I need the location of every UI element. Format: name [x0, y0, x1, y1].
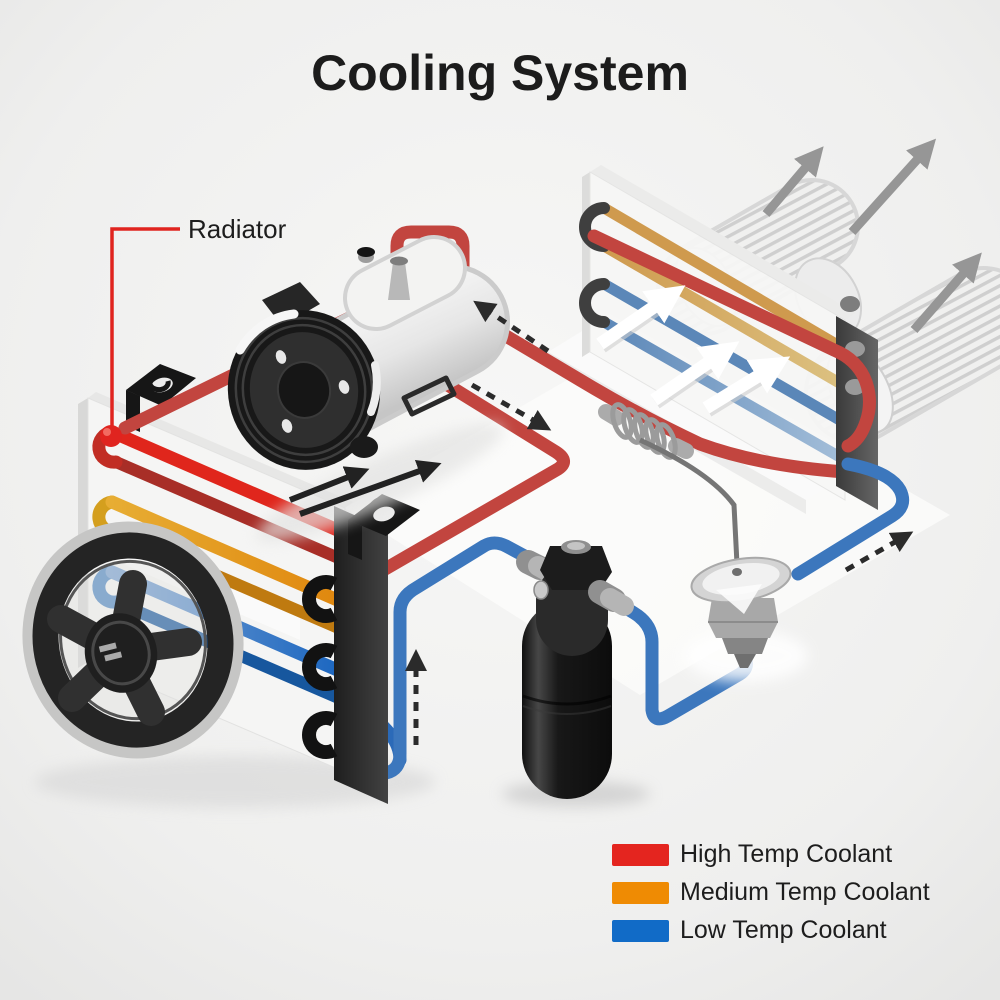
expansion-valve: [684, 556, 808, 682]
evaporator-left-face: [582, 172, 590, 357]
radiator-side-tank: [302, 506, 388, 804]
wire-collar: [732, 568, 742, 576]
valve-sensor-wire: [638, 437, 740, 565]
pulley-bolt-icon: [275, 350, 287, 364]
white-arrow-icon: [650, 341, 740, 406]
black-arrow-icon: [298, 459, 442, 517]
legend: High Temp Coolant Medium Temp Coolant Lo…: [612, 840, 930, 944]
drier-sight-glass: [533, 580, 549, 600]
compressor-port-stem: [388, 262, 410, 300]
radiator-callout: Radiator: [100, 214, 287, 447]
black-arrow-icon: [288, 466, 370, 503]
radiator-top-face: [88, 392, 353, 508]
evaporator-core: [579, 165, 858, 501]
low-temp-pipe-drier-to-radiator: [341, 536, 539, 781]
flow-arrow-dashed-downright: [470, 382, 552, 431]
radiator-bracket-left: [126, 364, 196, 432]
compressor-pulley: [227, 309, 381, 470]
page-title: Cooling System: [311, 45, 689, 101]
airflow-arrows-radiator: [288, 459, 442, 517]
compressor: [227, 235, 510, 543]
fan-hub-logo-icon: [98, 642, 123, 662]
legend-item-low-temp: Low Temp Coolant: [612, 916, 887, 944]
legend-swatch-low-temp: [612, 920, 669, 942]
high-temp-pipe-condenser-run: [587, 229, 876, 453]
air-out-arrows: [762, 138, 982, 333]
flow-arrows-dashed-center: [470, 300, 552, 431]
tank-bend-icon: [302, 575, 338, 623]
compressor-label-plate: [401, 375, 457, 417]
gray-arrow-icon: [910, 252, 982, 333]
flow-arrow-dashed-right: [844, 531, 914, 573]
legend-item-medium-temp: Medium Temp Coolant: [612, 878, 930, 906]
white-arrow-icon: [702, 356, 791, 414]
cooling-fan: [22, 521, 244, 759]
pulley-bolt-icon: [338, 380, 350, 394]
tank-bend-icon: [302, 643, 338, 691]
tube-bend-icon: [579, 278, 610, 328]
airflow-arrows-through-core: [596, 285, 791, 417]
legend-label-high-temp: High Temp Coolant: [680, 840, 892, 868]
radiator-tube-orange: [105, 495, 349, 609]
gray-arrow-icon: [848, 138, 937, 236]
valve-hex-body: [708, 598, 778, 638]
receiver-drier: [516, 540, 634, 799]
tank-bend-icon: [302, 711, 338, 759]
low-temp-pipe-condenser-to-valve: [791, 457, 910, 581]
callout-line: [110, 227, 180, 428]
gray-arrow-icon: [762, 146, 824, 217]
legend-swatch-medium-temp: [612, 882, 669, 904]
callout-dot: [100, 425, 122, 447]
fan-shroud-ring: [22, 521, 244, 759]
white-arrow-icon: [596, 285, 686, 350]
radiator-callout-label: Radiator: [188, 214, 287, 244]
fan-outer-band: [32, 532, 234, 748]
pulley-bolt-icon: [281, 419, 293, 433]
high-temp-pipe-compressor-to-radiator: [373, 367, 570, 579]
flow-arrow-dashed-upleft: [473, 300, 550, 354]
vibration-damper-coil: [598, 402, 694, 460]
compressor-knob: [350, 436, 378, 458]
tube-bend-icon: [579, 202, 610, 252]
drier-hex-fitting: [540, 546, 612, 590]
valve-lower-block: [722, 638, 768, 654]
legend-item-high-temp: High Temp Coolant: [612, 840, 892, 868]
pulley-center: [276, 361, 332, 419]
legend-label-low-temp: Low Temp Coolant: [680, 916, 887, 944]
plate-port-icon: [840, 296, 860, 312]
valve-nozzle: [734, 654, 756, 668]
legend-swatch-high-temp: [612, 844, 669, 866]
radiator-tube-red-back: [110, 456, 349, 566]
evaporator-top-face: [590, 165, 856, 320]
legend-label-medium-temp: Medium Temp Coolant: [680, 878, 930, 906]
